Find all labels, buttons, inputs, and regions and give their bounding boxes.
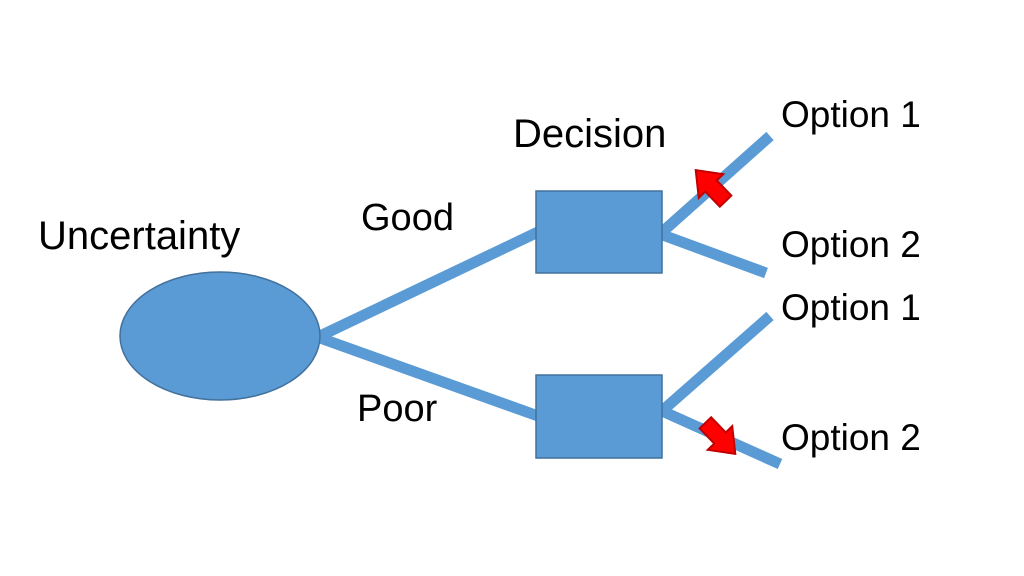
label-branch-good: Good (361, 197, 454, 239)
node-decision-top-rect[interactable] (535, 190, 663, 274)
label-branch-poor: Poor (357, 388, 438, 430)
connector-decision-top-to-option-2 (658, 228, 768, 279)
label-bottom-option-2: Option 2 (781, 417, 921, 458)
label-top-option-1: Option 1 (781, 94, 921, 135)
label-top-option-2: Option 2 (781, 224, 921, 265)
connector-decision-bottom-to-option-1 (658, 311, 774, 416)
label-decision: Decision (513, 112, 667, 156)
connector-uncertainty-to-decision-top (317, 227, 541, 341)
label-bottom-option-1: Option 1 (781, 287, 921, 328)
highlight-arrow-bottom (698, 415, 737, 456)
highlight-arrow-top (694, 168, 733, 209)
node-decision-bottom-rect[interactable] (535, 374, 663, 459)
connector-uncertainty-to-decision-bottom (318, 332, 540, 422)
node-uncertainty-ellipse[interactable] (119, 271, 321, 401)
label-uncertainty: Uncertainty (38, 214, 241, 258)
